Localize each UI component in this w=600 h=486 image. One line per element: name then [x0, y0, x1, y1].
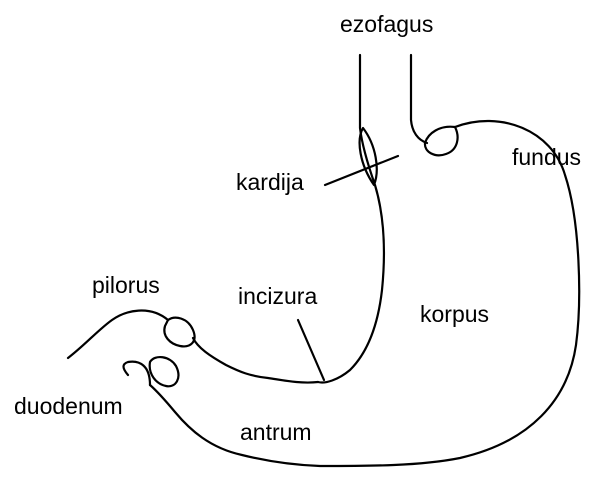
duodenum-outline	[68, 311, 168, 385]
incisura-leader	[298, 320, 324, 380]
label-esophagus: ezofagus	[340, 11, 433, 37]
label-incisura: incizura	[238, 283, 317, 309]
greater-curvature	[150, 121, 579, 466]
pylorus-upper	[164, 318, 194, 347]
label-fundus: fundus	[512, 144, 581, 170]
pylorus-lower	[150, 357, 179, 386]
label-cardia: kardija	[236, 169, 304, 195]
lesser-curvature	[193, 338, 318, 383]
esophagus-left-wall	[318, 55, 384, 383]
label-pylorus: pilorus	[92, 272, 160, 298]
label-body: korpus	[420, 301, 489, 327]
label-duodenum: duodenum	[14, 393, 123, 419]
fundus-notch	[425, 127, 458, 156]
esophagus-right-wall	[411, 55, 427, 143]
label-antrum: antrum	[240, 419, 312, 445]
